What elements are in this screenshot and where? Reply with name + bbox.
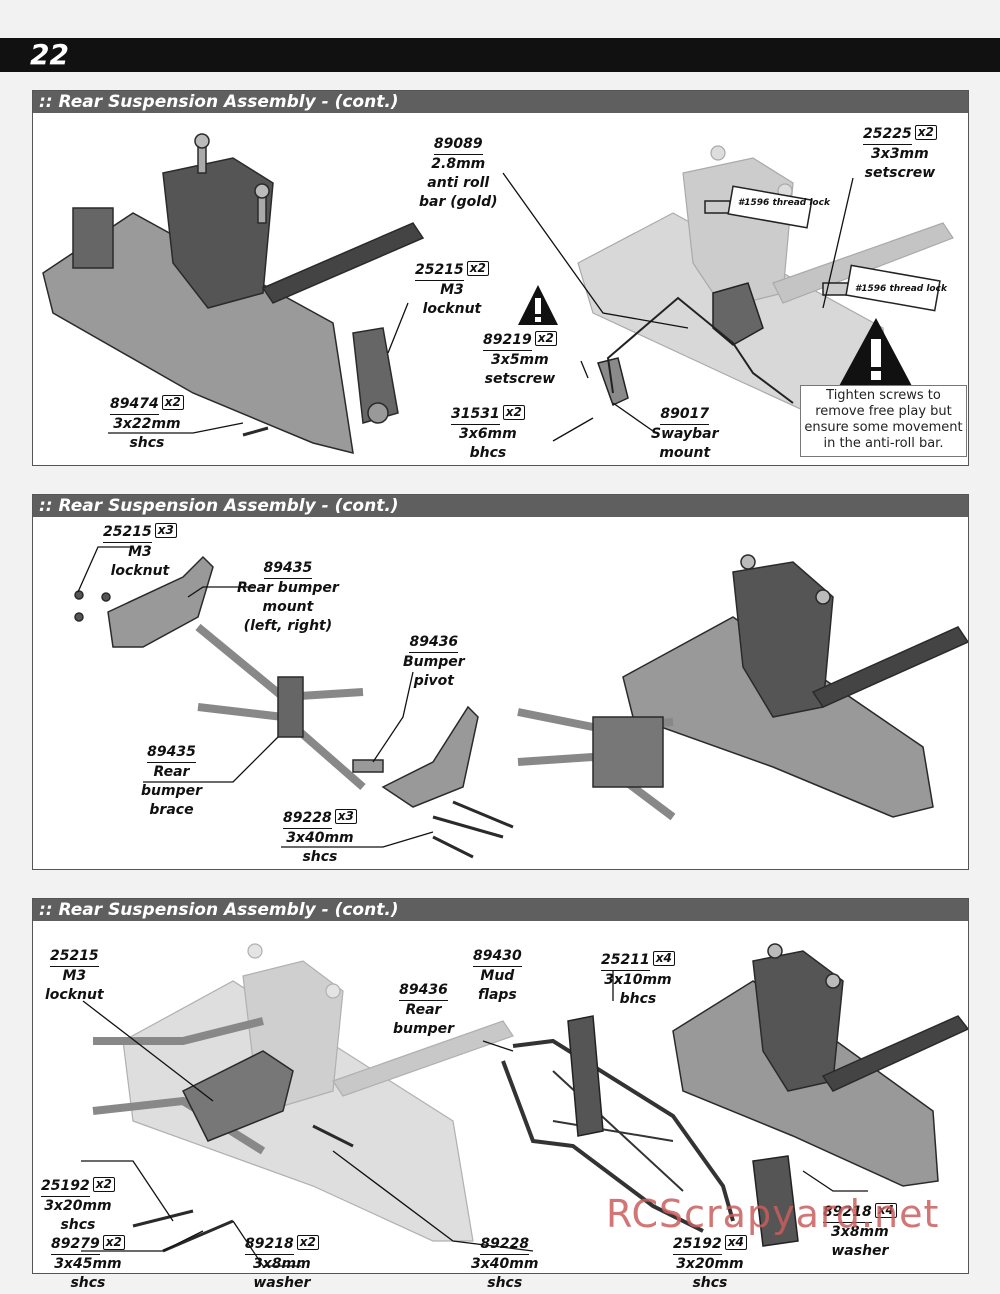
panel-step-1: :: Rear Suspension Assembly - (cont.) [32, 90, 969, 466]
leader-lines [108, 172, 854, 442]
watermark: RCScrapyard.net [606, 1192, 940, 1236]
warning-icon-1 [518, 285, 558, 325]
label-89228: 89228 3x40mm shcs [471, 1236, 539, 1291]
label-89017: 89017 Swaybar mount [651, 406, 719, 461]
label-89430: 89430 Mud flaps [473, 948, 522, 1003]
quantity-badge: x4 [652, 951, 675, 966]
leader-lines [77, 546, 434, 848]
warning-icon-2 [838, 318, 913, 388]
label-89436: 89436 Bumper pivot [403, 634, 465, 689]
step-3-illustration [81, 943, 968, 1267]
leader-lines [81, 971, 868, 1267]
threadlock-label-1: #1596 thread lock [738, 198, 831, 208]
mud-flap-illustration [567, 1015, 799, 1247]
assembled-chassis-illustration [517, 554, 968, 821]
quantity-badge: x3 [154, 523, 177, 538]
label-89435-brace: 89435 Rear bumper brace [141, 744, 202, 818]
bumper-brace-illustration [195, 623, 366, 791]
label-89435-mount: 89435 Rear bumper mount (left, right) [237, 560, 339, 634]
page-number: 22 [30, 38, 69, 71]
bumper-mount-assembly [92, 1017, 354, 1253]
swaybar-mount-illustration [597, 282, 794, 407]
threadlock-bottle-2: #1596 thread lock [822, 264, 948, 312]
rear-chassis-assembly-illustration [42, 133, 425, 455]
panel-title: :: Rear Suspension Assembly - (cont.) [33, 495, 968, 517]
threadlock-label-2: #1596 thread lock [855, 284, 948, 294]
label-89089: 89089 2.8mm anti roll bar (gold) [419, 136, 498, 210]
panel-step-3: :: Rear Suspension Assembly - (cont.) [32, 898, 969, 1291]
step-1-illustration: #1596 thread lock #1596 thread lock [42, 133, 954, 455]
quantity-badge: x2 [466, 261, 489, 276]
quantity-badge: x2 [914, 125, 937, 140]
quantity-badge: x2 [92, 1177, 115, 1192]
quantity-badge: x2 [296, 1235, 319, 1250]
quantity-badge: x2 [502, 405, 525, 420]
bumper-pivot-illustration [352, 705, 514, 859]
quantity-badge: x4 [874, 1203, 897, 1218]
bumper-mount-illustration [74, 555, 214, 648]
rear-chassis-ghost [122, 943, 514, 1242]
panel-title: :: Rear Suspension Assembly - (cont.) [33, 899, 968, 921]
assembled-chassis-illustration [672, 943, 968, 1187]
threadlock-bottle-1: #1596 thread lock [704, 185, 831, 229]
label-25215: 25215 M3 locknut [45, 948, 104, 1003]
tighten-screws-note: Tighten screws to remove free play but e… [800, 385, 967, 457]
step-2-illustration [74, 546, 968, 859]
quantity-badge: x2 [102, 1235, 125, 1250]
quantity-badge: x2 [534, 331, 557, 346]
page-header: 22 [0, 38, 1000, 72]
panel-step-2: :: Rear Suspension Assembly - (cont.) [32, 494, 969, 870]
panel-title: :: Rear Suspension Assembly - (cont.) [33, 91, 968, 113]
quantity-badge: x4 [724, 1235, 747, 1250]
quantity-badge: x3 [334, 809, 357, 824]
quantity-badge: x2 [161, 395, 184, 410]
rear-bumper-illustration [501, 1038, 735, 1233]
label-89436: 89436 Rear bumper [393, 982, 454, 1037]
